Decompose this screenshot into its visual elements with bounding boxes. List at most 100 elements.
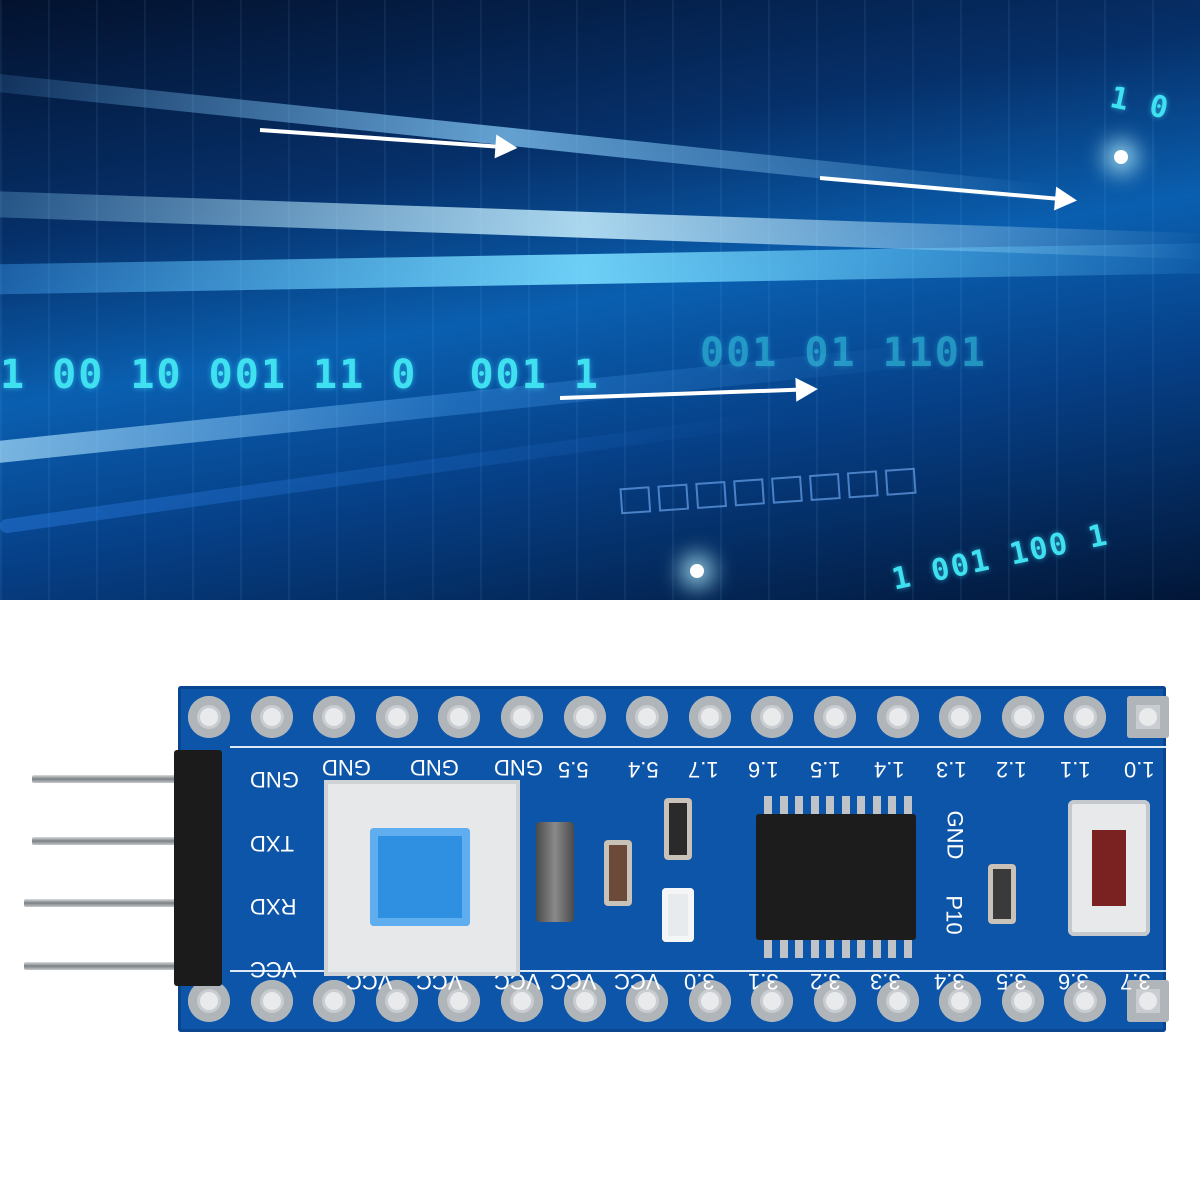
chip-pin: [764, 940, 772, 958]
pin-label: GND: [322, 755, 371, 780]
pin-pad: [500, 980, 543, 1022]
pin-pad: [188, 980, 230, 1022]
chip-pin: [810, 796, 819, 814]
pin-label: 1.6: [748, 757, 779, 782]
pin-label: 1.0: [1124, 757, 1155, 782]
light-flare: [1114, 150, 1128, 164]
chip-pin: [857, 940, 865, 958]
capacitor-component: [988, 864, 1016, 924]
pin-pad: [1001, 980, 1044, 1022]
silkscreen-line: [230, 746, 1166, 748]
pin-label: 5.5: [558, 757, 589, 782]
diode-component: [536, 822, 574, 922]
pin-pad: [876, 980, 919, 1022]
pin-label: 3.0: [684, 969, 715, 994]
pin-pad: [438, 980, 481, 1022]
binary-text-row: 001 01 1101: [700, 330, 987, 376]
pin-label: 3.7: [1120, 969, 1151, 994]
silkscreen-line: [230, 970, 1166, 972]
chip-pin: [903, 940, 912, 958]
pin-pad: [626, 980, 669, 1022]
pin-pad: [813, 696, 856, 738]
pin-label: VCC: [614, 969, 661, 994]
pin-pad: [188, 696, 230, 738]
header-label-vcc: VCC: [250, 957, 297, 982]
reset-button-cap: [1092, 830, 1126, 906]
pin-label: 5.4: [628, 757, 659, 782]
header-label-txd: TXD: [250, 831, 294, 856]
pin-pad-square: [1126, 980, 1169, 1022]
pin-pad: [939, 980, 982, 1022]
chip-pin: [888, 940, 896, 958]
header-label-gnd: GND: [250, 767, 299, 792]
header-pin: [24, 962, 222, 970]
header-pin: [24, 899, 222, 907]
pin-label: 1.5: [810, 757, 841, 782]
pin-pad: [751, 980, 794, 1022]
pin-label: VCC: [550, 969, 597, 994]
header-pin: [32, 837, 222, 845]
chip-pin: [826, 796, 834, 814]
header-pin: [32, 775, 222, 783]
pin-pad: [876, 696, 919, 738]
chip-pin: [841, 940, 850, 958]
chip-pin: [795, 940, 803, 958]
chip-pin: [795, 796, 803, 814]
chip-pin: [779, 796, 788, 814]
pin-pad: [250, 980, 293, 1022]
chip-pin: [857, 796, 865, 814]
pin-pad: [563, 980, 606, 1022]
side-label-p10: P10: [941, 895, 967, 935]
pin-pad: [250, 696, 293, 738]
pin-pad: [626, 696, 669, 738]
pin-label: GND: [494, 755, 543, 780]
pin-pad: [939, 696, 982, 738]
chip-pin: [872, 796, 881, 814]
chip-pin: [764, 796, 772, 814]
pin-pad: [688, 696, 731, 738]
chip-pin: [779, 940, 788, 958]
pin-label: 3.2: [810, 969, 841, 994]
pin-pad: [438, 696, 481, 738]
binary-text-row: 1 00 10 001 11 0 001 1: [0, 352, 600, 398]
chip-pin: [826, 940, 834, 958]
chip-pin: [903, 796, 912, 814]
pin-label: 1.4: [874, 757, 905, 782]
pin-pad: [1001, 696, 1044, 738]
pin-header-block: [174, 750, 222, 986]
pin-pad: [751, 696, 794, 738]
top-pad-row: [188, 696, 1169, 738]
data-stream-banner: 1 00 10 001 11 0 001 1 001 01 1101 1 0 1…: [0, 0, 1200, 600]
led-component: [662, 888, 694, 942]
grid-overlay: [0, 0, 1200, 600]
pin-pad: [313, 696, 356, 738]
pin-label: 1.2: [996, 757, 1027, 782]
switch-knob: [370, 828, 470, 926]
pin-pad: [375, 696, 418, 738]
pin-pad: [375, 980, 418, 1022]
pin-label: 3.5: [996, 969, 1027, 994]
microcontroller-chip: [756, 814, 916, 940]
pin-label: 3.3: [870, 969, 901, 994]
chip-pin: [841, 796, 850, 814]
pin-label: 1.7: [688, 757, 719, 782]
chip-pin: [888, 796, 896, 814]
pin-pad: [500, 696, 543, 738]
pin-pad: [563, 696, 606, 738]
pin-label: 3.6: [1058, 969, 1089, 994]
pin-label: 1.3: [936, 757, 967, 782]
resistor-component: [664, 798, 692, 860]
pin-label: 3.4: [934, 969, 965, 994]
chip-pin: [810, 940, 819, 958]
pin-pad: [313, 980, 356, 1022]
header-label-rxd: RXD: [250, 894, 297, 919]
pin-label: 1.1: [1060, 757, 1091, 782]
bottom-pad-row: [188, 980, 1169, 1022]
resistor-component: [604, 840, 632, 906]
pin-label: 3.1: [748, 969, 779, 994]
pin-pad: [813, 980, 856, 1022]
light-flare: [690, 564, 704, 578]
chip-pin: [872, 940, 881, 958]
pin-pad: [1064, 696, 1107, 738]
pin-pad: [688, 980, 731, 1022]
